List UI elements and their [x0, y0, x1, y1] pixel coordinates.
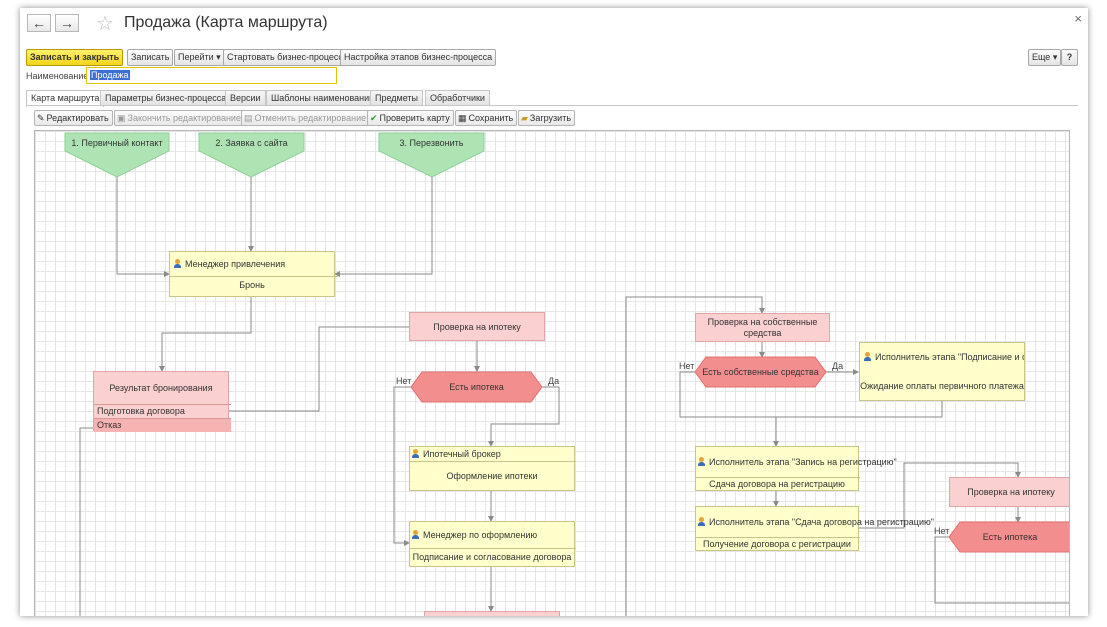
task-header: Менеджер по оформлению [410, 522, 576, 549]
mortgage-check-2[interactable]: Проверка на ипотеку [949, 477, 1069, 507]
has-mortgage-decision-2[interactable]: Есть ипотека [982, 532, 1038, 542]
role-label: Исполнитель этапа "Запись на регистрацию… [709, 457, 897, 467]
cancel-edit-button[interactable]: ▤Отменить редактирование [241, 110, 371, 126]
role-label: Исполнитель этапа "Сдача договора на рег… [709, 517, 934, 527]
task-header: Ипотечный брокер [410, 447, 576, 462]
booking-result-block[interactable]: Результат бронирования Подготовка догово… [93, 371, 231, 432]
person-icon [174, 259, 181, 268]
person-icon [412, 530, 419, 539]
load-map-label: Загрузить [529, 113, 572, 123]
decision-shapes [410, 356, 1069, 553]
task-registration-manager[interactable]: Менеджер по оформлению Подписание и согл… [409, 521, 576, 567]
back-arrow-icon[interactable]: ← [27, 14, 51, 32]
task-label: Подписание и согласование договора [412, 552, 572, 562]
role-label: Ипотечный брокер [423, 449, 501, 459]
task-label: Оформление ипотеки [446, 471, 538, 481]
booking-option-contract[interactable]: Подготовка договора [94, 404, 231, 418]
own-funds-check[interactable]: Проверка на собственные средства [695, 313, 830, 342]
tab-process-params[interactable]: Параметры бизнес-процесса [100, 90, 232, 106]
task-header: Исполнитель этапа "Подписание и согласов… [860, 343, 1024, 372]
star-icon[interactable]: ☆ [96, 13, 114, 35]
tab-handlers[interactable]: Обработчики [425, 90, 490, 106]
edit-label: Редактировать [46, 113, 109, 123]
edit-button[interactable]: ✎Редактировать [34, 110, 113, 126]
start-process-button[interactable]: Стартовать бизнес-процесс [223, 49, 347, 66]
connectors [64, 132, 1069, 616]
checkmark-icon: ✔ [370, 113, 378, 123]
cancel-edit-icon: ▤ [244, 113, 253, 123]
save-map-button[interactable]: ▦Сохранить [455, 110, 518, 126]
floppy-icon: ▦ [458, 113, 467, 123]
no-label-3: Нет [934, 526, 950, 536]
tab-divider [26, 105, 1078, 106]
has-own-funds-decision[interactable]: Есть собственные средства [702, 367, 819, 377]
role-label: Исполнитель этапа "Подписание и согласов… [875, 352, 1024, 362]
task-label: Получение договора с регистрации [703, 539, 851, 549]
person-icon [698, 457, 705, 466]
finish-edit-button[interactable]: ▣Закончить редактирование [114, 110, 245, 126]
stage-settings-button[interactable]: Настройка этапов бизнес-процесса [340, 49, 497, 66]
role-label: Менеджер по оформлению [423, 530, 538, 540]
task-header: Исполнитель этапа "Сдача договора на рег… [696, 507, 934, 538]
pencil-icon: ✎ [37, 113, 45, 123]
start-point-3[interactable]: 3. Перезвонить [399, 138, 464, 148]
connector-lines [79, 177, 1069, 616]
save-and-close-button[interactable]: Записать и закрыть [26, 49, 124, 66]
mortgage-check-1[interactable]: Проверка на ипотеку [409, 312, 545, 341]
finish-edit-label: Закончить редактирование [127, 113, 241, 123]
title-bar: ← → ☆ Продажа (Карта маршрута) × [20, 8, 1088, 44]
goto-menu-button[interactable]: Перейти ▾ [174, 49, 225, 66]
name-field[interactable]: Продажа [86, 67, 337, 84]
has-mortgage-decision-1[interactable]: Есть ипотека [449, 382, 504, 392]
task-header: Исполнитель этапа "Запись на регистрацию… [696, 447, 897, 478]
task-label: Сдача договора на регистрацию [709, 479, 845, 489]
task-mortgage-broker[interactable]: Ипотечный брокер Оформление ипотеки [409, 446, 576, 491]
next-block-partial[interactable] [424, 611, 560, 616]
start-shapes [64, 132, 485, 178]
task-header: Менеджер привлечения [170, 252, 338, 277]
person-icon [412, 449, 419, 458]
help-button[interactable]: ? [1061, 49, 1078, 66]
tab-versions[interactable]: Версии [225, 90, 266, 106]
close-icon[interactable]: × [1074, 11, 1082, 26]
yes-label-1: Да [548, 376, 560, 386]
check-map-label: Проверить карту [379, 113, 450, 123]
start-point-2[interactable]: 2. Заявка с сайта [215, 138, 288, 148]
tab-subjects[interactable]: Предметы [370, 90, 424, 106]
load-map-button[interactable]: ▰Загрузить [518, 110, 576, 126]
booking-option-refusal[interactable]: Отказ [94, 418, 231, 432]
process-window: ← → ☆ Продажа (Карта маршрута) × Записат… [20, 8, 1088, 616]
no-label-1: Нет [396, 376, 412, 386]
save-button[interactable]: Записать [127, 49, 174, 66]
no-label-2: Нет [679, 361, 695, 371]
more-menu-button[interactable]: Еще ▾ [1028, 49, 1062, 66]
task-handover-executor[interactable]: Исполнитель этапа "Сдача договора на рег… [695, 506, 934, 551]
booking-result-title: Результат бронирования [109, 383, 213, 393]
folder-icon: ▰ [521, 113, 528, 123]
route-map-canvas[interactable]: 1. Первичный контакт 2. Заявка с сайта 3… [34, 130, 1070, 616]
task-label: Ожидание оплаты первичного платежа [860, 381, 1024, 391]
tab-name-templates[interactable]: Шаблоны наименований [266, 90, 380, 106]
person-icon [698, 517, 705, 526]
yes-label-2: Да [832, 361, 844, 371]
save-map-label: Сохранить [468, 113, 514, 123]
forward-arrow-icon[interactable]: → [55, 14, 79, 32]
window-title: Продажа (Карта маршрута) [124, 14, 328, 31]
name-value: Продажа [90, 70, 130, 80]
task-manager-attraction[interactable]: Менеджер привлечения Бронь [169, 251, 338, 297]
role-label: Менеджер привлечения [185, 259, 286, 269]
task-label: Бронь [239, 280, 265, 290]
finish-edit-icon: ▣ [117, 113, 126, 123]
name-label: Наименование: [26, 71, 91, 81]
task-reg-executor[interactable]: Исполнитель этапа "Запись на регистрацию… [695, 446, 897, 491]
cancel-edit-label: Отменить редактирование [254, 113, 367, 123]
start-point-1[interactable]: 1. Первичный контакт [71, 138, 163, 148]
check-map-button[interactable]: ✔Проверить карту [367, 110, 454, 126]
person-icon [864, 352, 871, 361]
task-sign-executor[interactable]: Исполнитель этапа "Подписание и согласов… [859, 342, 1025, 401]
